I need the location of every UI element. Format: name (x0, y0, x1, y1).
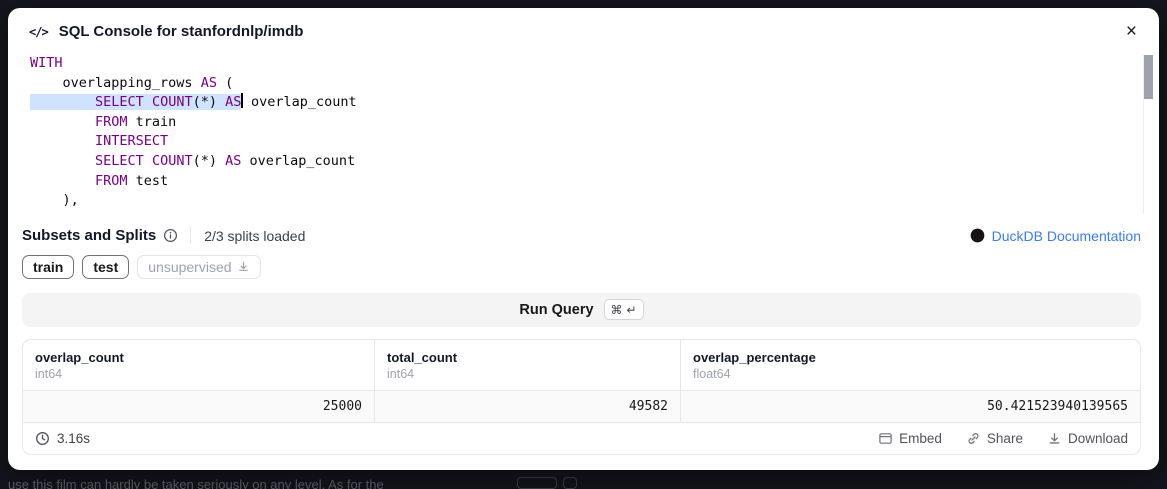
background-element (563, 477, 577, 489)
subsets-title: Subsets and Splits (22, 227, 157, 245)
background-review-text: use this film can hardly be taken seriou… (8, 477, 384, 489)
split-unsupervised-button[interactable]: unsupervised (137, 254, 261, 279)
results-footer: 3.16s Embed Share Download (23, 421, 1140, 454)
modal-header: </> SQL Console for stanfordnlp/imdb × (8, 8, 1159, 51)
sql-identifier: train (127, 113, 177, 130)
code-line: overlapping_rows AS ( (62, 74, 234, 91)
share-link-icon (968, 432, 979, 444)
code-line: FROM train (30, 113, 1133, 133)
query-duration: 3.16s (35, 431, 90, 446)
sql-identifier: overlap_count (242, 94, 357, 111)
table-row: 25000 49582 50.421523940139565 (23, 389, 1140, 422)
sql-code: WITH overlapping_rows AS ( SELECT COUNT(… (30, 54, 1133, 211)
column-header: overlap_percentage float64 (693, 349, 816, 381)
duckdb-doc-link[interactable]: DuckDB Documentation (970, 228, 1141, 244)
sql-keyword: WITH (30, 55, 63, 71)
text-caret (241, 93, 243, 109)
code-icon: </> (29, 24, 49, 39)
modal-body: Subsets and Splits 2/3 splits loaded Duc… (8, 219, 1159, 455)
sql-keyword: SELECT (95, 94, 152, 111)
selection-highlight: SELECT COUNT(*) AS (30, 94, 242, 111)
run-query-button[interactable]: Run Query ⌘↵ (22, 292, 1141, 327)
sql-keyword: FROM (95, 113, 128, 130)
sql-keyword: FROM (95, 172, 128, 189)
sql-keyword: AS (216, 152, 242, 169)
split-train-button[interactable]: train (22, 254, 75, 279)
split-test-button[interactable]: test (82, 254, 130, 279)
embed-button[interactable]: Embed (878, 431, 942, 446)
column-header: overlap_count int64 (23, 339, 375, 390)
sql-identifier: test (127, 172, 169, 189)
code-line: FROM test (30, 172, 1133, 192)
enter-key-icon: ↵ (626, 302, 637, 317)
split-chips: train test unsupervised (22, 254, 1141, 279)
results-header-row: overlap_count int64 total_count int64 ov… (23, 339, 1140, 390)
column-header: total_count int64 (375, 339, 681, 390)
footer-actions: Embed Share Download (878, 431, 1128, 446)
table-cell: 49582 (375, 390, 681, 422)
sql-keyword: INTERSECT (95, 133, 169, 150)
sql-console-modal: </> SQL Console for stanfordnlp/imdb × W… (8, 8, 1159, 470)
divider (190, 227, 192, 245)
download-icon (1049, 432, 1060, 444)
sql-editor[interactable]: WITH overlapping_rows AS ( SELECT COUNT(… (8, 51, 1159, 219)
info-icon[interactable] (163, 228, 178, 243)
subsets-row: Subsets and Splits 2/3 splits loaded Duc… (22, 223, 1141, 249)
duckdb-icon (970, 228, 984, 243)
sql-keyword: AS (200, 74, 217, 91)
clock-icon (36, 431, 49, 445)
sql-keyword: SELECT (95, 152, 152, 169)
code-line: SELECT COUNT(*) AS overlap_count (95, 152, 356, 169)
table-cell: 50.421523940139565 (987, 398, 1128, 414)
close-button[interactable]: × (1125, 21, 1137, 42)
splits-loaded-status: 2/3 splits loaded (204, 227, 306, 244)
code-line-active: SELECT COUNT(*) AS overlap_count (30, 93, 1133, 113)
sql-identifier: overlapping_rows (62, 74, 201, 91)
share-button[interactable]: Share (966, 431, 1023, 446)
code-line: WITH (30, 54, 1133, 74)
sql-identifier: overlap_count (241, 152, 356, 169)
editor-scrollbar-track[interactable] (1143, 55, 1153, 213)
background-element (517, 477, 557, 489)
keyboard-shortcut-badge: ⌘↵ (603, 299, 644, 321)
download-button[interactable]: Download (1047, 431, 1128, 446)
sql-keyword: COUNT (151, 94, 193, 111)
code-line: ), (30, 192, 79, 209)
sql-keyword: AS (216, 94, 242, 111)
cmd-key-icon: ⌘ (610, 302, 623, 317)
run-query-label: Run Query (519, 301, 594, 318)
code-line: INTERSECT (30, 132, 1133, 152)
duckdb-doc-link-label: DuckDB Documentation (991, 227, 1141, 244)
modal-title: SQL Console for stanfordnlp/imdb (58, 23, 304, 40)
download-icon (238, 262, 248, 272)
editor-scrollbar-thumb[interactable] (1144, 55, 1153, 99)
sql-keyword: COUNT (151, 152, 193, 169)
table-cell: 25000 (23, 390, 375, 422)
embed-icon (879, 432, 892, 444)
results-card: overlap_count int64 total_count int64 ov… (22, 338, 1141, 455)
